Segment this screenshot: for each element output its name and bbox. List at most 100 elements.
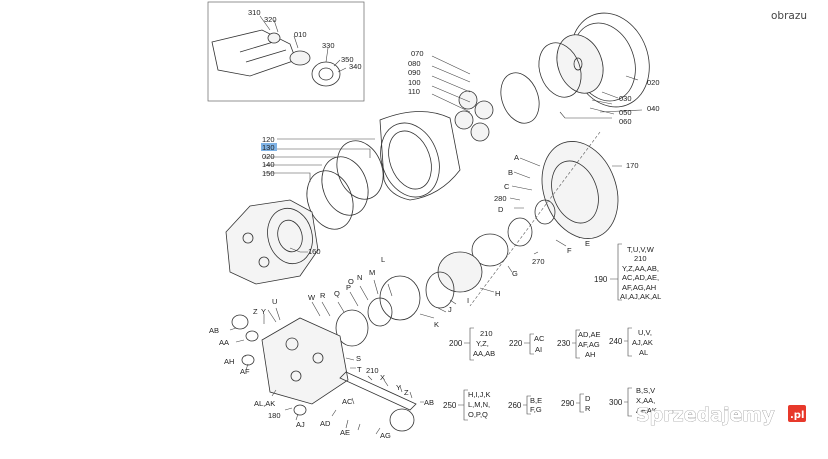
callout-080: 080 <box>408 59 421 68</box>
kit-group-220: 220 AC AI <box>509 333 545 355</box>
callout-AG: AG <box>380 431 391 440</box>
callout-AL-AK: AL,AK <box>254 399 275 408</box>
callout-G: G <box>512 269 518 278</box>
kit-300-line-2: X,AA, <box>636 396 655 405</box>
kit-290-line-2: R <box>585 404 591 413</box>
selected-callout-highlight <box>261 143 277 151</box>
valve-block: U Y Z AB AA AH AF AL,AK 180 AJ S T 210 X… <box>209 297 434 440</box>
callout-AJ: AJ <box>296 420 305 429</box>
callout-B: B <box>508 168 513 177</box>
callout-AB-right: AB <box>424 398 434 407</box>
kit-190-line-2: 210 <box>634 254 647 263</box>
callout-070: 070 <box>411 49 424 58</box>
callout-AE: AE <box>340 428 350 437</box>
brand-badge <box>788 405 806 422</box>
kit-group-190: 190 T,U,V,W 210 Y,Z,AA,AB, AC,AD,AE, AF,… <box>594 243 661 301</box>
kit-260-number: 260 <box>508 401 522 410</box>
callout-280: 280 <box>494 194 507 203</box>
callout-E: E <box>585 239 590 248</box>
callout-AB-left: AB <box>209 326 219 335</box>
kit-190-number: 190 <box>594 275 608 284</box>
kit-group-240: 240 U,V, AJ,AK AL <box>609 327 653 357</box>
inset-callout-310: 310 <box>248 8 261 17</box>
callout-AC: AC <box>342 397 353 406</box>
callout-AA: AA <box>219 338 229 347</box>
callout-120: 120 <box>262 135 275 144</box>
kit-group-200: 200 210 Y,Z, AA,AB <box>449 327 495 361</box>
kit-190-line-5: AF,AG,AH <box>622 283 656 292</box>
callout-270: 270 <box>532 257 545 266</box>
callout-110: 110 <box>408 87 420 96</box>
motor-body-left: 160 <box>225 199 321 285</box>
kit-260-line-2: F,G <box>530 405 542 414</box>
kit-250-number: 250 <box>443 401 457 410</box>
kit-220-line-2: AI <box>535 345 542 354</box>
callout-Y-upper: Y <box>261 307 266 316</box>
kit-250-line-2: L,M,N, <box>468 400 490 409</box>
callout-T: T <box>357 365 362 374</box>
inset-callout-340: 340 <box>349 62 362 71</box>
inset-callout-350: 350 <box>341 55 354 64</box>
kit-190-line-4: AC,AD,AE, <box>622 273 659 282</box>
kit-260-line-1: B,E <box>530 396 542 405</box>
callout-I: I <box>467 296 469 305</box>
callout-X: X <box>380 373 385 382</box>
callout-050: 050 <box>619 108 632 117</box>
callout-090: 090 <box>408 68 421 77</box>
kit-300-line-3: AF,AK <box>636 406 657 415</box>
callout-P: P <box>346 283 351 292</box>
kit-220-line-1: AC <box>534 334 545 343</box>
callout-A: A <box>514 153 519 162</box>
kit-240-number: 240 <box>609 337 623 346</box>
right-hub: 170 A B C 280 D E F 270 G <box>469 131 639 307</box>
watermark-obrazu: obrazu <box>771 10 807 22</box>
inset-detail: 310 320 010 330 350 340 <box>207 1 365 102</box>
callout-Y-lower: Y <box>396 383 401 392</box>
callout-S: S <box>356 354 361 363</box>
callout-Z-lower: Z <box>404 388 409 397</box>
callout-180: 180 <box>268 411 281 420</box>
callout-K: K <box>434 320 439 329</box>
callout-O: O <box>348 277 354 286</box>
callout-210: 210 <box>366 366 379 375</box>
callout-100: 100 <box>408 78 421 87</box>
callout-020-top: 020 <box>647 78 660 87</box>
kit-group-260: 260 B,E F,G <box>508 395 542 415</box>
kit-190-line-3: Y,Z,AA,AB, <box>622 264 659 273</box>
kit-190-line-1: T,U,V,W <box>627 245 655 254</box>
kit-group-300: 300 B,S,V X,AA, AF,AK <box>609 386 657 417</box>
kit-200-number: 200 <box>449 339 463 348</box>
kit-240-line-1: U,V, <box>638 328 652 337</box>
callout-L: L <box>381 255 385 264</box>
callout-160: 160 <box>308 247 321 256</box>
callout-060: 060 <box>619 117 632 126</box>
kit-200-line-2: Y,Z, <box>476 339 489 348</box>
callout-H: H <box>495 289 500 298</box>
inset-callout-010: 010 <box>294 30 307 39</box>
inset-callout-330: 330 <box>322 41 335 50</box>
kit-200-line-3: AA,AB <box>473 349 495 358</box>
kit-220-number: 220 <box>509 339 523 348</box>
callout-R: R <box>320 291 326 300</box>
kit-230-number: 230 <box>557 339 571 348</box>
kit-group-250: 250 H,I,J,K L,M,N, O,P,Q <box>443 389 491 421</box>
kit-group-290: 290 D R <box>561 393 591 413</box>
kit-290-number: 290 <box>561 399 575 408</box>
callout-F: F <box>567 246 572 255</box>
callout-030: 030 <box>619 94 632 103</box>
kit-240-line-3: AL <box>639 348 648 357</box>
watermark-brand-suffix: .pl <box>790 410 804 421</box>
kit-300-number: 300 <box>609 398 623 407</box>
kit-250-line-1: H,I,J,K <box>468 390 491 399</box>
callout-J: J <box>448 305 452 314</box>
kit-230-line-1: AD,AE <box>578 330 601 339</box>
kit-240-line-2: AJ,AK <box>632 338 653 347</box>
callout-C: C <box>504 182 510 191</box>
callout-150: 150 <box>262 169 275 178</box>
kit-290-line-1: D <box>585 394 591 403</box>
callout-AD: AD <box>320 419 331 428</box>
callout-AF: AF <box>240 367 250 376</box>
kit-200-line-1: 210 <box>480 329 493 338</box>
